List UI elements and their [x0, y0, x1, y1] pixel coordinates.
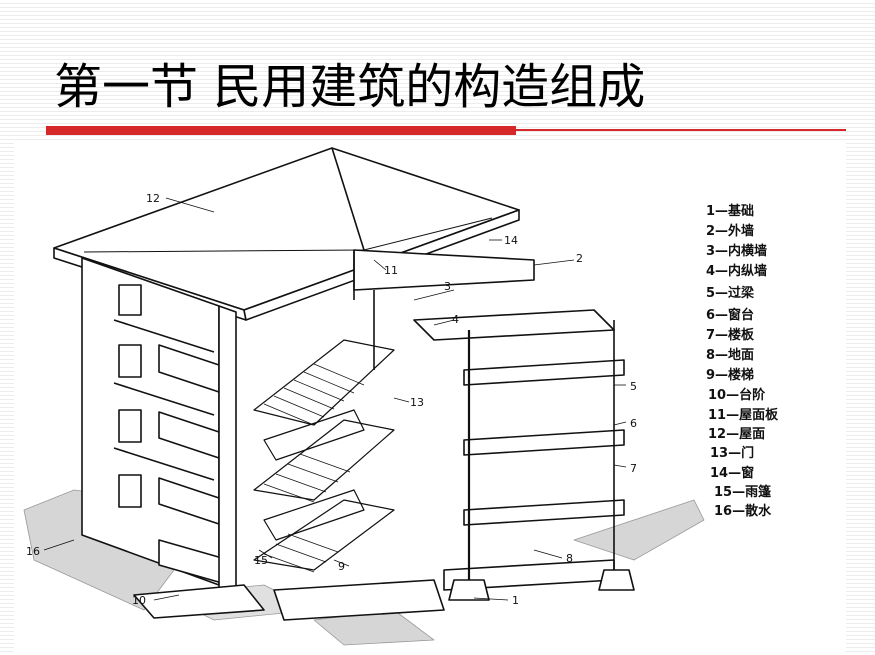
callout-1: 1: [512, 594, 519, 607]
callout-10: 10: [132, 594, 146, 607]
legend-item: 1—基础: [706, 204, 755, 219]
callout-8: 8: [566, 552, 573, 565]
slide-title: 第一节 民用建筑的构造组成: [54, 59, 646, 115]
callout-labels: 1 2 3 4 5 6 7 8 9 10 11 12 13 14 15 16: [26, 192, 637, 607]
balconies: [158, 344, 230, 586]
building-cutaway-figure: 1 2 3 4 5 6 7 8 9 10 11 12 13 14 15 16: [14, 140, 846, 655]
callout-2: 2: [576, 252, 583, 265]
callout-7: 7: [630, 462, 637, 475]
callout-14: 14: [504, 234, 518, 247]
legend-item: 3—内横墙: [706, 244, 768, 259]
legend-item: 16—散水: [714, 504, 772, 519]
building-cutaway-drawing: 1 2 3 4 5 6 7 8 9 10 11 12 13 14 15 16: [23, 147, 705, 646]
callout-9: 9: [338, 560, 345, 573]
callout-6: 6: [630, 417, 637, 430]
legend-item: 13—门: [710, 446, 755, 461]
stair-hall: [253, 339, 395, 573]
legend-item: 6—窗台: [706, 308, 755, 323]
leader-lines: [43, 197, 627, 601]
legend-item: 4—内纵墙: [706, 264, 768, 279]
title-underline-bar: [46, 126, 516, 135]
callout-13: 13: [410, 396, 424, 409]
callout-15: 15: [254, 554, 268, 567]
corner-column: [218, 305, 237, 611]
callout-12: 12: [146, 192, 160, 205]
legend-item: 8—地面: [706, 348, 755, 363]
legend-item: 11—屋面板: [708, 408, 779, 423]
legend-item: 2—外墙: [706, 224, 755, 239]
legend-item: 12—屋面: [708, 427, 766, 442]
title-underline-rule: [516, 129, 846, 131]
legend-item: 5—过梁: [706, 286, 755, 301]
right-section: [353, 249, 625, 600]
legend-item: 7—楼板: [706, 328, 755, 343]
callout-16: 16: [26, 545, 40, 558]
callout-3: 3: [444, 280, 451, 293]
callout-4: 4: [452, 313, 459, 326]
legend-item: 9—楼梯: [706, 368, 755, 383]
legend-item: 10—台阶: [708, 388, 766, 403]
foundation: [133, 569, 635, 621]
legend-item: 14—窗: [710, 466, 755, 481]
callout-5: 5: [630, 380, 637, 393]
legend-item: 15—雨篷: [714, 485, 772, 500]
callout-11: 11: [384, 264, 398, 277]
left-facade: [81, 257, 220, 586]
